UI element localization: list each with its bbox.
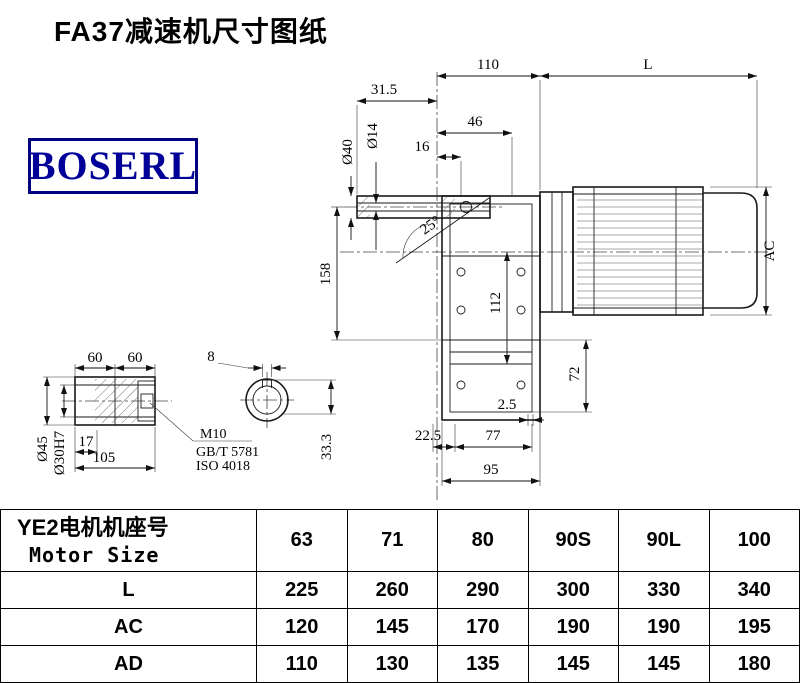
dim-60-left-label: 60: [88, 350, 103, 366]
column-header-90S: 90S: [527, 509, 619, 572]
standard-iso-label: ISO 4018: [196, 459, 250, 474]
dim-95-label: 95: [484, 462, 499, 478]
table-row-AD: AD 110 130 135 145 145 180: [0, 645, 800, 683]
dim-31-5-label: 31.5: [371, 82, 397, 98]
motor-size-header-cell: YE2电机机座号 Motor Size: [0, 509, 257, 572]
dim-112-label: 112: [488, 292, 504, 314]
bolt-spec-label: M10: [200, 427, 226, 442]
dim-33-3-label: 33.3: [319, 434, 335, 460]
dim-L-label: L: [643, 57, 652, 73]
row-label-AC: AC: [0, 608, 257, 646]
dim-60-right-label: 60: [128, 350, 143, 366]
table-row-AC: AC 120 145 170 190 190 195: [0, 608, 800, 646]
dim-17-label: 17: [79, 434, 95, 450]
table-cell: 340: [708, 571, 800, 609]
motor-size-label-cn: YE2电机机座号: [17, 515, 169, 541]
table-cell: 110: [256, 645, 348, 683]
motor-outline: [539, 186, 758, 316]
row-label-AD: AD: [0, 645, 257, 683]
page-title: FA37减速机尺寸图纸: [54, 16, 328, 47]
motor-size-label-en: Motor Size: [29, 542, 160, 567]
dia-14-label: Ø14: [365, 123, 381, 149]
table-cell: 195: [708, 608, 800, 646]
dia-45-label: Ø45: [35, 436, 51, 462]
dim-158-label: 158: [318, 263, 334, 286]
table-cell: 290: [437, 571, 529, 609]
technical-drawing: 110 L 31.5 46 16 Ø40 Ø14 25° 158 112 AC …: [35, 57, 778, 500]
table-cell: 130: [346, 645, 438, 683]
boserl-logo: BOSERL: [28, 138, 198, 194]
dim-105-label: 105: [93, 450, 116, 466]
boserl-logo-text: BOSERL: [28, 143, 198, 188]
standard-gbt-label: GB/T 5781: [196, 445, 259, 460]
table-cell: 190: [618, 608, 710, 646]
dimension-lines: [43, 73, 772, 486]
table-header-row: YE2电机机座号 Motor Size 63 71 80 90S 90L 100: [0, 509, 800, 572]
table-cell: 145: [618, 645, 710, 683]
table-cell: 260: [346, 571, 438, 609]
dimension-labels: 110 L 31.5 46 16 Ø40 Ø14 25° 158 112 AC …: [35, 57, 778, 478]
dim-16-label: 16: [415, 139, 431, 155]
dia-30-label: Ø30H7: [52, 430, 68, 475]
table-cell: 225: [256, 571, 348, 609]
dim-46-label: 46: [468, 114, 484, 130]
table-cell: 300: [527, 571, 619, 609]
dim-77-label: 77: [486, 428, 502, 444]
column-header-63: 63: [256, 509, 348, 572]
table-cell: 170: [437, 608, 529, 646]
table-cell: 145: [346, 608, 438, 646]
shaft-end-view: [245, 378, 289, 422]
gearbox-outline: [356, 195, 541, 421]
table-row-L: L 225 260 290 300 330 340: [0, 571, 800, 609]
column-header-100: 100: [708, 509, 800, 572]
column-header-90L: 90L: [618, 509, 710, 572]
dim-8-label: 8: [207, 349, 215, 365]
table-cell: 145: [527, 645, 619, 683]
column-header-71: 71: [346, 509, 438, 572]
column-header-80: 80: [437, 509, 529, 572]
table-cell: 135: [437, 645, 529, 683]
table-cell: 330: [618, 571, 710, 609]
dim-2-5-label: 2.5: [498, 397, 517, 413]
table-cell: 180: [708, 645, 800, 683]
motor-fins: [577, 199, 702, 306]
table-cell: 190: [527, 608, 619, 646]
dim-110-label: 110: [477, 57, 499, 73]
dim-22-5-label: 22.5: [415, 428, 441, 444]
dim-72-label: 72: [567, 367, 583, 382]
row-label-L: L: [0, 571, 257, 609]
angle-25-label: 25°: [418, 213, 444, 238]
dia-40-label: Ø40: [340, 139, 356, 165]
table-cell: 120: [256, 608, 348, 646]
motor-size-table: YE2电机机座号 Motor Size 63 71 80 90S 90L 100…: [0, 509, 800, 683]
dim-AC-label: AC: [762, 241, 778, 262]
